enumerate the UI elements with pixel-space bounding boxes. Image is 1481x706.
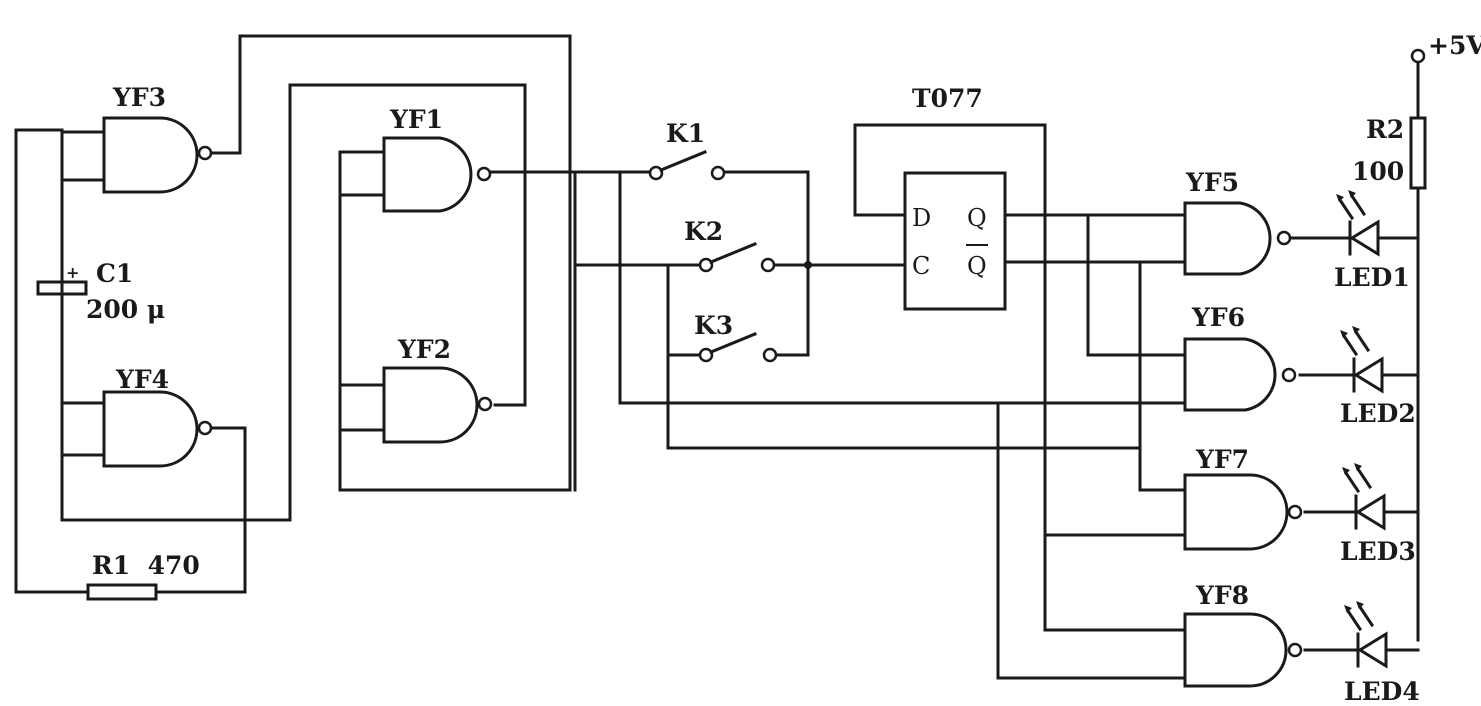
resistor-r2 [1409, 116, 1427, 190]
capacitor-c1 [36, 280, 88, 296]
nand-gate-yf5 [1183, 201, 1292, 276]
label-yf6: YF6 [1191, 303, 1245, 332]
pin-c: C [912, 252, 930, 280]
label-yf2: YF2 [397, 335, 451, 364]
label-led2: LED2 [1340, 399, 1416, 428]
label-led1: LED1 [1334, 263, 1410, 292]
resistor-r1 [86, 583, 158, 601]
nand-gate-yf1 [382, 136, 492, 213]
label-yf8: YF8 [1195, 581, 1249, 610]
nand-gate-yf6 [1183, 337, 1297, 412]
pin-d: D [912, 204, 931, 232]
label-k3: K3 [694, 311, 733, 340]
led-3 [1342, 463, 1386, 531]
label-c1: C1 [96, 259, 133, 288]
label-yf4: YF4 [115, 365, 169, 394]
label-yf5: YF5 [1185, 168, 1239, 197]
switch-k2 [698, 242, 776, 273]
label-supply: +5V [1428, 31, 1481, 60]
junction-dots [804, 261, 812, 269]
label-led3: LED3 [1340, 537, 1416, 566]
label-r2: R2 [1366, 115, 1404, 144]
nand-gate-yf3 [102, 116, 213, 194]
label-yf7: YF7 [1195, 445, 1249, 474]
nand-gate-yf4 [102, 390, 213, 468]
label-led4: LED4 [1344, 677, 1420, 706]
labels: YF3 YF4 YF1 YF2 YF5 YF6 YF7 YF8 K1 K2 K3… [66, 31, 1481, 706]
nand-gate-yf7 [1183, 473, 1303, 551]
pin-q: Q [967, 204, 987, 232]
nand-gate-yf2 [382, 366, 493, 444]
led-1 [1336, 190, 1380, 257]
label-r1: R1 470 [92, 551, 200, 580]
switch-k3 [698, 332, 778, 363]
flip-flop-t077 [903, 171, 1007, 311]
label-t077: T077 [912, 84, 983, 113]
switch-k1 [648, 150, 726, 181]
label-k1: K1 [666, 119, 705, 148]
label-k2: K2 [684, 217, 723, 246]
pin-qbar: Q [967, 252, 987, 280]
label-r2-value: 100 [1352, 157, 1404, 186]
label-c1-polarity: + [66, 263, 79, 282]
label-yf1: YF1 [389, 105, 443, 134]
supply-terminal [1410, 48, 1426, 64]
led-4 [1344, 601, 1388, 669]
label-c1-value: 200 μ [86, 295, 165, 324]
label-yf3: YF3 [112, 83, 166, 112]
led-2 [1340, 326, 1384, 394]
nand-gate-yf8 [1183, 612, 1303, 688]
